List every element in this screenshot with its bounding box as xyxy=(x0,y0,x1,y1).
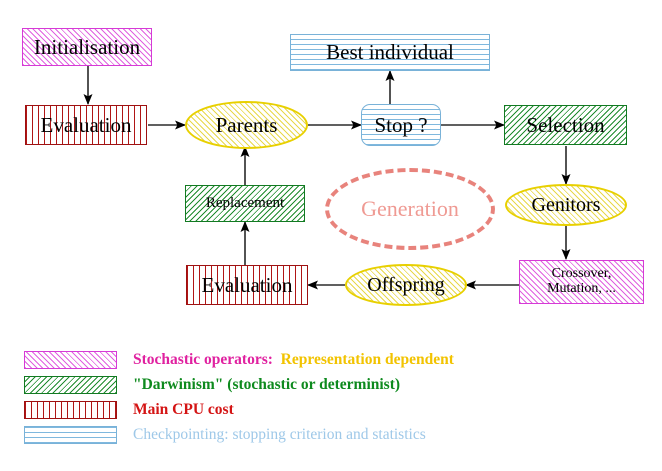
node-parents-label: Parents xyxy=(215,112,278,137)
node-generation-label: Generation xyxy=(361,196,459,221)
node-crossover-mutation-label: Crossover, Mutation, ... xyxy=(547,266,616,296)
legend-label-representation-dependent: Representation dependent xyxy=(272,351,454,368)
node-replacement-label: Replacement xyxy=(205,194,285,211)
legend-row-stochastic-operators: Stochastic operators: Representation dep… xyxy=(24,348,644,372)
legend-label-darwinism: "Darwinism" (stochastic or determinist) xyxy=(133,376,401,393)
node-stop-label: Stop ? xyxy=(374,112,428,137)
node-evaluation-top-label: Evaluation xyxy=(40,112,132,137)
node-parents[interactable]: Parents xyxy=(185,101,308,149)
node-initialisation-label: Initialisation xyxy=(33,34,141,59)
legend: Stochastic operators: Representation dep… xyxy=(24,348,644,448)
node-best-individual[interactable]: Best individual xyxy=(290,34,490,71)
node-genitors[interactable]: Genitors xyxy=(505,184,627,226)
legend-label-stochastic-operators: Stochastic operators: xyxy=(133,351,273,368)
node-evaluation-top[interactable]: Evaluation xyxy=(25,105,147,145)
node-selection[interactable]: Selection xyxy=(504,105,627,145)
node-crossover-mutation[interactable]: Crossover, Mutation, ... xyxy=(519,260,644,304)
legend-swatch-green-diagonal xyxy=(24,376,117,394)
node-generation-group: Generation xyxy=(325,168,495,250)
legend-label-main-cpu-cost: Main CPU cost xyxy=(133,401,234,418)
node-evaluation-bottom-label: Evaluation xyxy=(201,272,293,297)
legend-swatch-magenta-diagonal xyxy=(24,351,117,369)
legend-swatch-red-vertical xyxy=(24,401,117,419)
legend-label-checkpointing: Checkpointing: stopping criterion and st… xyxy=(133,426,426,443)
node-stop[interactable]: Stop ? xyxy=(361,104,441,146)
node-selection-label: Selection xyxy=(526,112,605,137)
node-initialisation[interactable]: Initialisation xyxy=(22,28,152,66)
node-offspring-label: Offspring xyxy=(367,273,445,296)
node-evaluation-bottom[interactable]: Evaluation xyxy=(186,265,308,305)
legend-row-darwinism: "Darwinism" (stochastic or determinist) xyxy=(24,373,644,397)
node-replacement[interactable]: Replacement xyxy=(185,185,305,222)
node-genitors-label: Genitors xyxy=(531,193,601,216)
legend-swatch-blue-horizontal xyxy=(24,426,117,444)
legend-row-main-cpu-cost: Main CPU cost xyxy=(24,398,644,422)
node-offspring[interactable]: Offspring xyxy=(345,264,467,306)
node-best-individual-label: Best individual xyxy=(326,40,454,65)
legend-row-checkpointing: Checkpointing: stopping criterion and st… xyxy=(24,423,644,447)
